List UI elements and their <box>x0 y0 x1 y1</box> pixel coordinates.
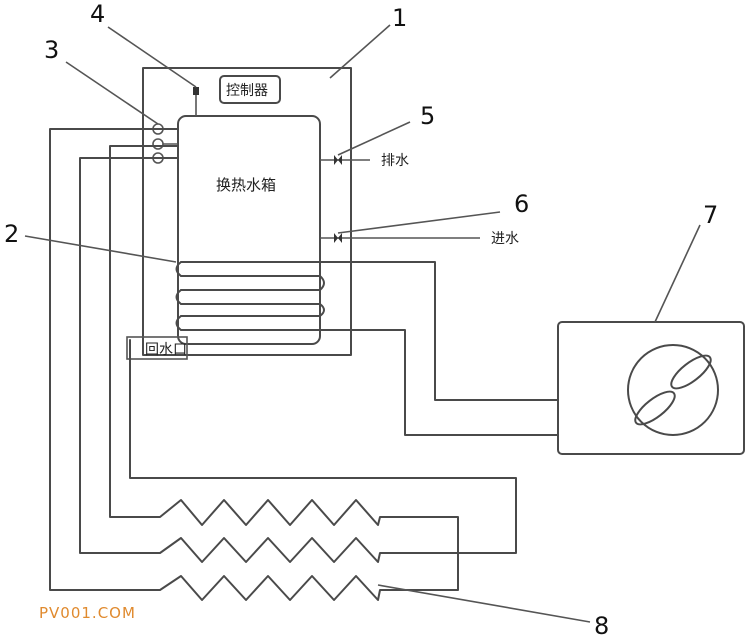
loop-middle <box>79 157 517 563</box>
watermark: PV001.COM <box>39 604 136 622</box>
callout-1: 1 <box>392 4 407 32</box>
tank-label: 换热水箱 <box>216 176 276 194</box>
outer-housing <box>142 67 352 356</box>
callout-4: 4 <box>90 0 105 28</box>
outdoor-unit <box>557 321 745 455</box>
callout-2: 2 <box>4 220 19 248</box>
valve-6 <box>320 233 480 243</box>
loop-outer <box>49 128 459 601</box>
inlet-label: 进水 <box>491 231 519 247</box>
fan-icon <box>627 344 719 436</box>
valve-5 <box>320 155 370 165</box>
controller-box <box>219 75 281 104</box>
callout-7: 7 <box>703 201 718 229</box>
pipe-to-outdoor-top <box>319 261 559 401</box>
pipe-to-outdoor-bottom <box>319 329 559 436</box>
coil <box>175 261 325 331</box>
sensor-4 <box>193 87 199 95</box>
callout-3: 3 <box>44 36 59 64</box>
loop-inner <box>109 145 459 561</box>
callout-8: 8 <box>594 612 609 640</box>
return-port-box <box>126 336 188 360</box>
callout-5: 5 <box>420 102 435 130</box>
heat-exchange-tank <box>177 115 321 345</box>
callout-6: 6 <box>514 190 529 218</box>
drain-label: 排水 <box>381 153 409 169</box>
controller-label: 控制器 <box>226 83 268 99</box>
return-port-label: 回水口 <box>145 342 187 358</box>
